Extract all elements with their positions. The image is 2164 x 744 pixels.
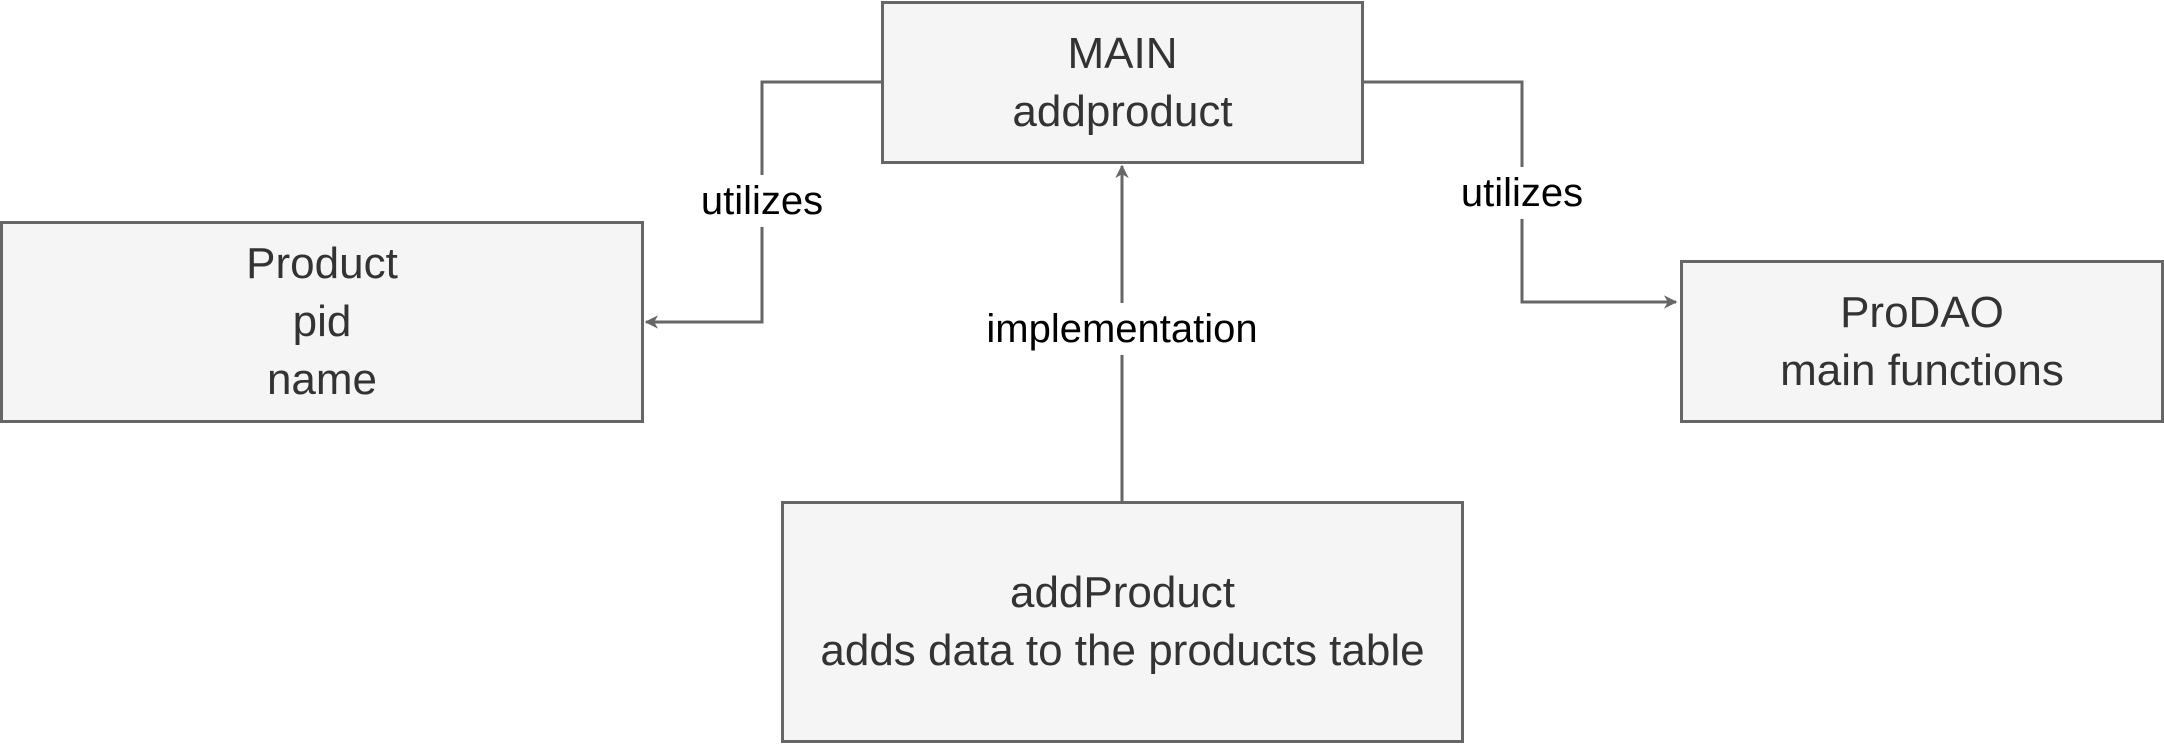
prodao-node-title: ProDAO [1840, 287, 2004, 337]
main-node: MAIN addproduct [881, 1, 1364, 164]
addproduct-node-subtitle: adds data to the products table [820, 626, 1425, 675]
edge-label-addproduct-to-main: implementation [986, 303, 1258, 355]
addproduct-node: addProduct adds data to the products tab… [781, 501, 1464, 743]
prodao-node: ProDAO main functions [1680, 260, 2164, 423]
product-node-field-pid: pid [292, 297, 352, 346]
product-node-field-name: name [266, 355, 378, 404]
product-node: Product pid name [0, 221, 644, 423]
product-node-title: Product [246, 239, 398, 288]
edge-label-main-to-product: utilizes [700, 175, 824, 227]
edge-label-main-to-prodao: utilizes [1460, 167, 1584, 219]
prodao-node-subtitle: main functions [1780, 345, 2064, 395]
main-node-title: MAIN [1067, 28, 1178, 78]
addproduct-node-title: addProduct [1009, 568, 1236, 617]
main-node-subtitle: addproduct [1012, 86, 1233, 136]
